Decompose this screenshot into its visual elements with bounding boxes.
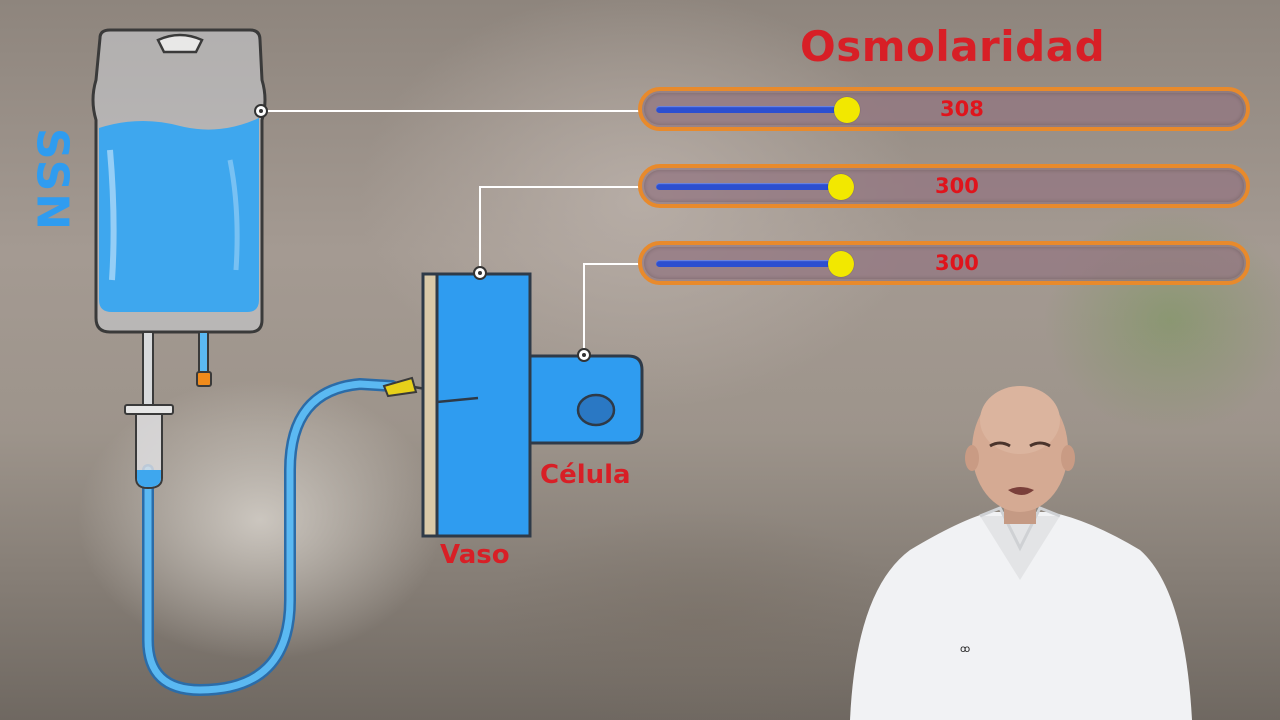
slider-track xyxy=(656,106,856,113)
svg-text:ꝏ: ꝏ xyxy=(960,644,970,655)
osmolarity-value-bag: 308 xyxy=(940,97,984,121)
slider-knob[interactable] xyxy=(828,174,854,200)
connector-lines xyxy=(262,110,640,354)
vessel-connector-line xyxy=(479,186,640,272)
slider-knob[interactable] xyxy=(834,97,860,123)
slider-vessel[interactable]: 300 xyxy=(638,164,1250,208)
iv-tube-outline xyxy=(142,377,398,697)
vessel-label: Vaso xyxy=(440,540,510,570)
osmolarity-value-vessel: 300 xyxy=(935,174,979,198)
osmolarity-value-cell: 300 xyxy=(935,251,979,275)
iv-fluid xyxy=(99,118,259,312)
slider-track xyxy=(656,260,850,267)
cell-label: Célula xyxy=(540,460,631,490)
slider-cell[interactable]: 300 xyxy=(638,241,1250,285)
slider-knob[interactable] xyxy=(828,251,854,277)
ssn-label: SSN xyxy=(26,127,78,233)
vessel xyxy=(421,272,532,538)
iv-bag xyxy=(91,28,267,490)
slider-bag[interactable]: 308 xyxy=(638,87,1250,131)
cell-nucleus xyxy=(576,393,616,427)
presenter-image: ꝏ xyxy=(850,386,1192,720)
cell xyxy=(528,354,644,445)
iv-tube xyxy=(144,380,396,694)
cell-connector-line xyxy=(583,263,640,354)
osmolaridad-title: Osmolaridad xyxy=(800,22,1106,71)
slider-track xyxy=(656,183,850,190)
